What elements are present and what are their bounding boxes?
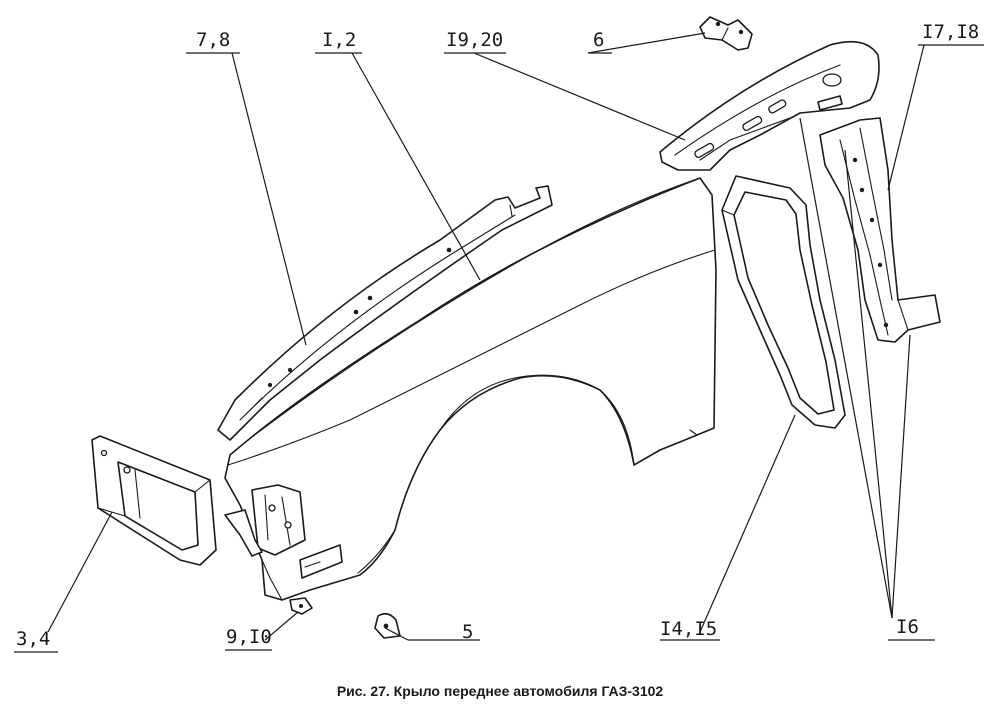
rear-inner-panel-17-18	[819, 117, 941, 343]
upper-reinforcement-7-8	[217, 185, 553, 441]
label-part-5: 5	[462, 621, 474, 643]
rear-extension-19-20	[659, 40, 880, 171]
label-parts-3-4: 3,4	[16, 628, 51, 650]
figure-caption: Рис. 27. Крыло переднее автомобиля ГАЗ-3…	[336, 683, 664, 699]
bracket-6	[699, 16, 753, 51]
mud-shield-14-15	[721, 175, 846, 429]
label-parts-1-2: I,2	[322, 29, 357, 51]
leader-lines	[47, 32, 925, 641]
fender-inner-bracket	[224, 484, 306, 557]
front-fender-panel	[224, 177, 717, 601]
label-parts-9-10: 9,I0	[226, 626, 272, 648]
label-parts-14-15: I4,I5	[660, 618, 718, 640]
label-underlines	[14, 44, 984, 653]
bracket-9-10	[289, 597, 313, 615]
headlamp-housing-3-4	[91, 435, 217, 566]
label-parts-19-20: I9,20	[446, 29, 504, 51]
label-parts-17-18: I7,I8	[922, 21, 980, 43]
label-part-6: 6	[593, 29, 605, 51]
label-part-16: I6	[896, 616, 919, 638]
label-parts-7-8: 7,8	[196, 29, 231, 51]
